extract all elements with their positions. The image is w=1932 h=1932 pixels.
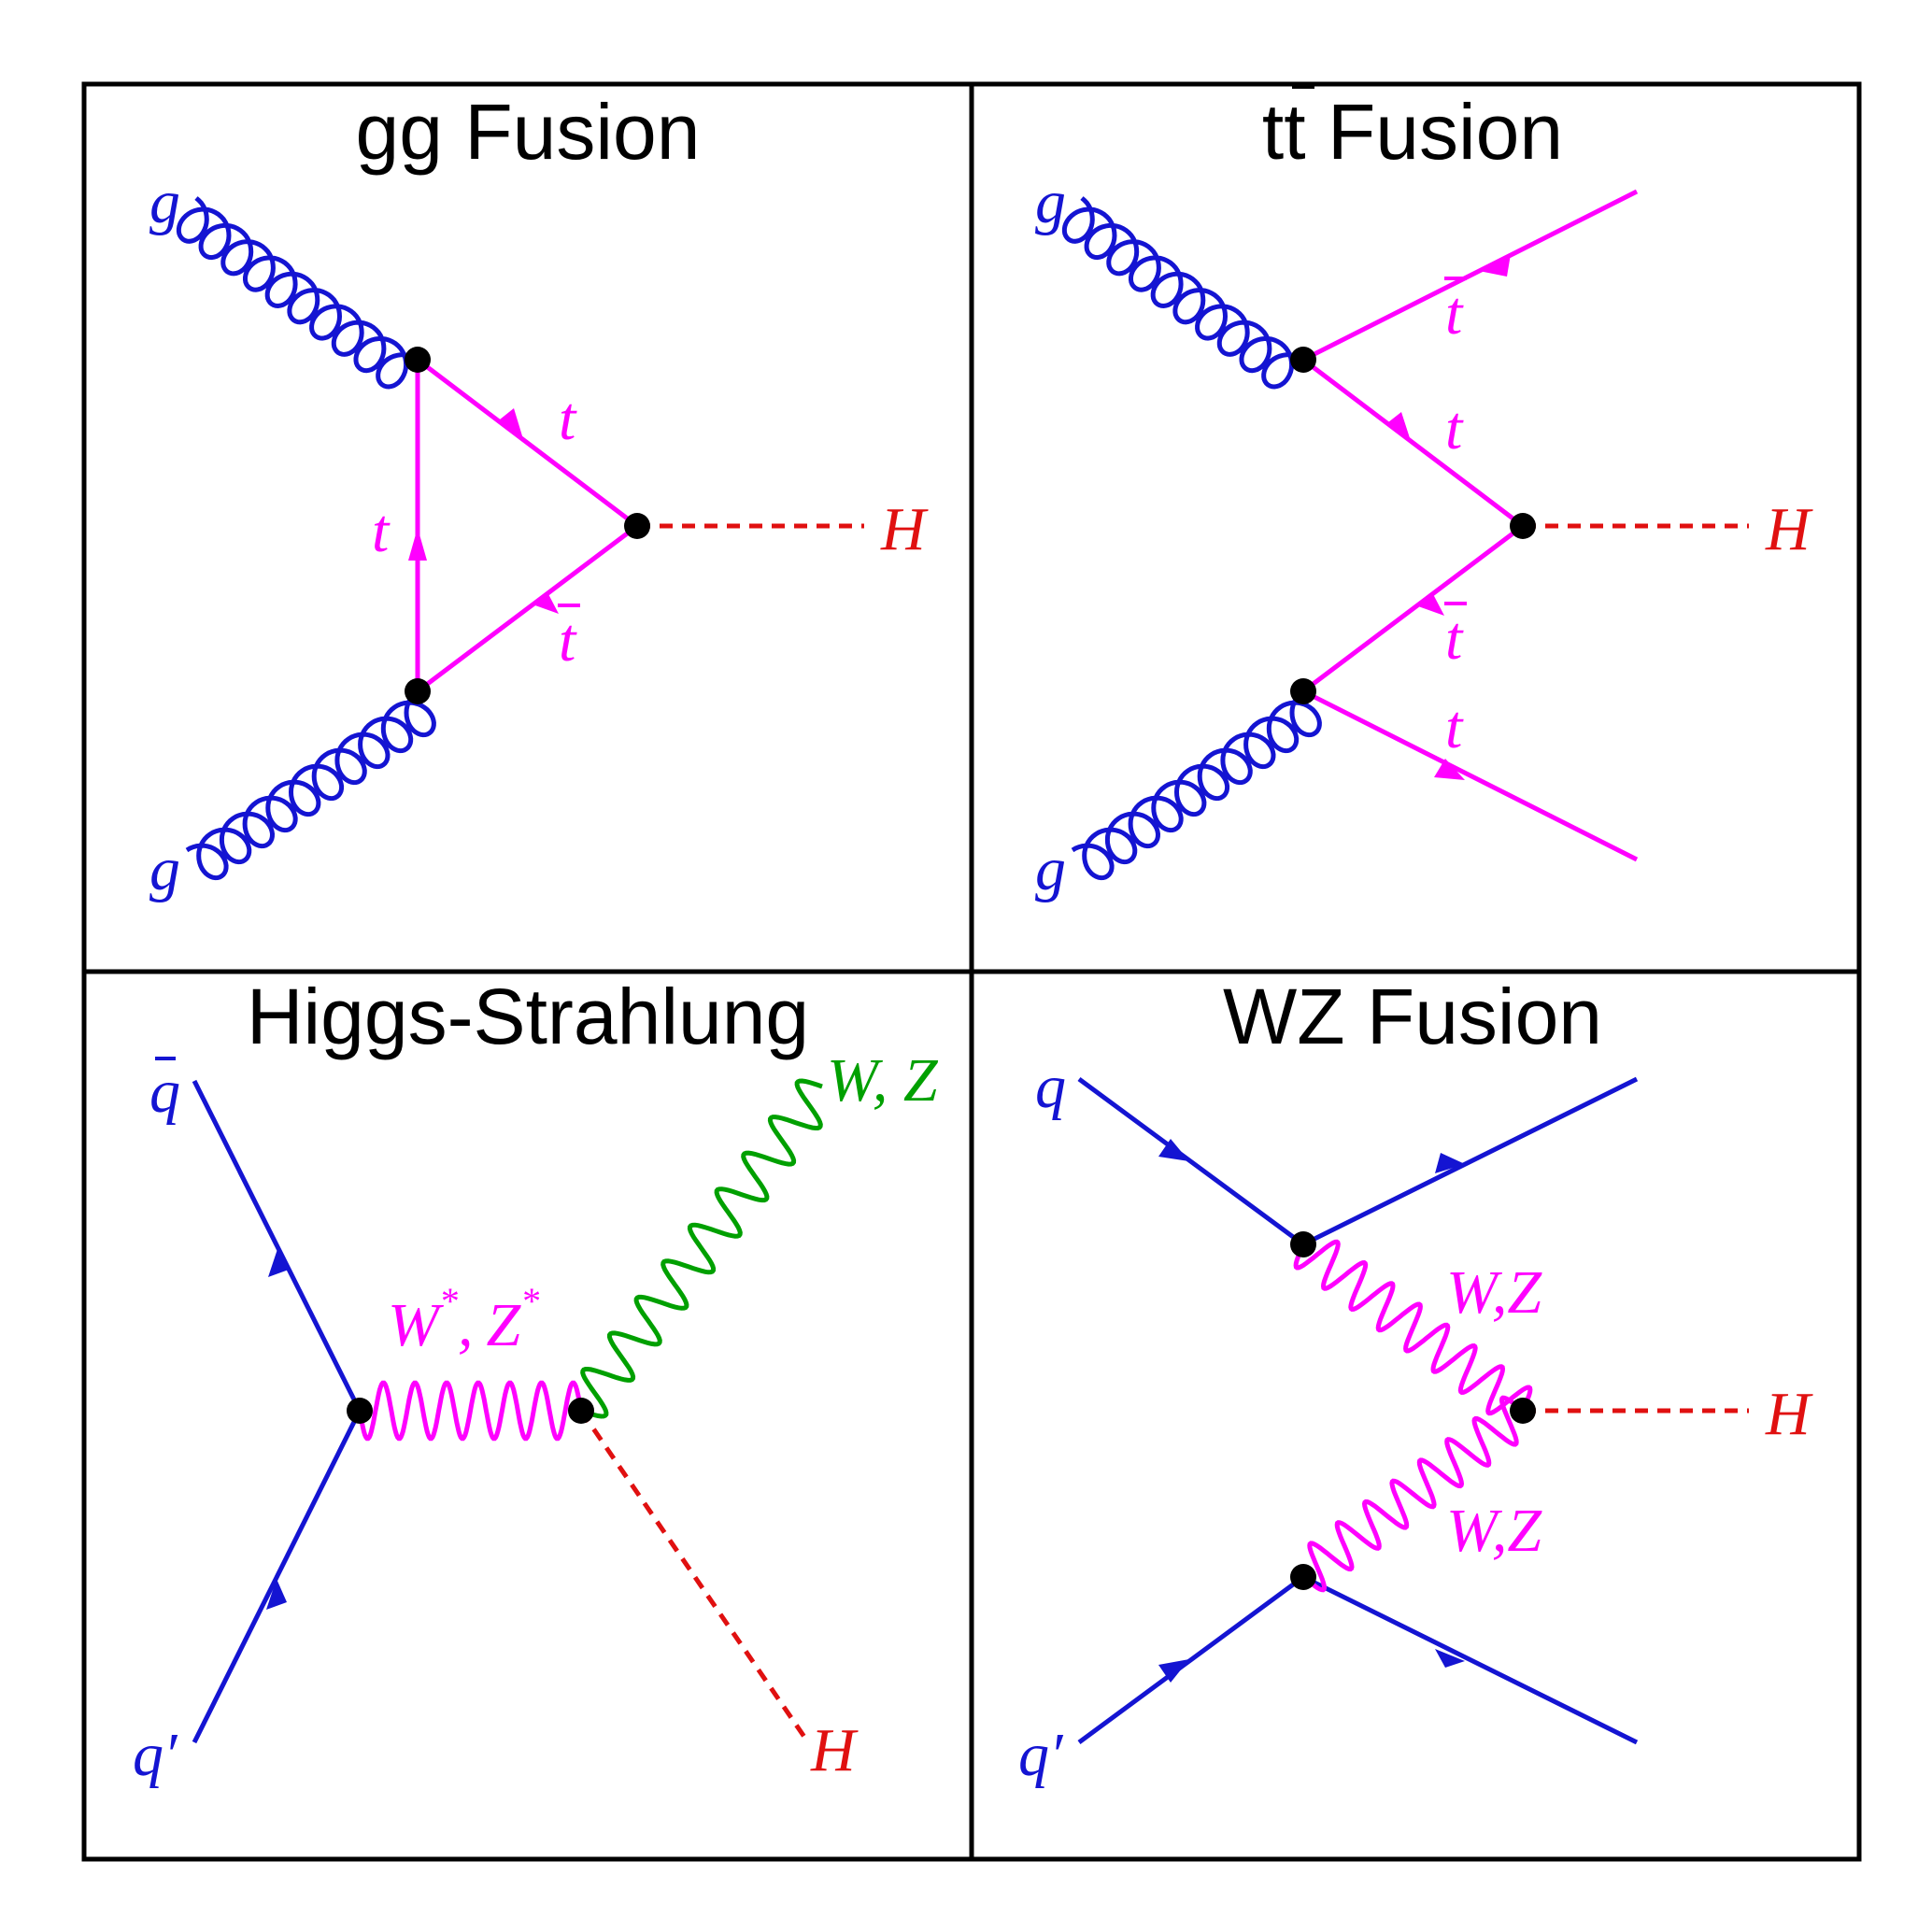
gluon-line-top [176,196,419,390]
label-antitop-lower: t [1445,604,1464,673]
arrow-head-lower [533,592,559,614]
label-gluon-top: g [1035,168,1066,236]
label-higgs: H [810,1716,859,1784]
boson-line-lower [1301,1395,1525,1593]
quark-in-line [1077,1076,1305,1247]
vertex-bottom [1290,678,1316,704]
gluon-line-top [1061,196,1305,390]
label-gluon-top: g [149,168,180,236]
quark-lines [192,1079,362,1744]
label-quark-prime: q′ [133,1721,178,1789]
arrow-head-quark-out-lower [1435,1649,1465,1668]
arrow-head-antitop-out [1479,254,1511,277]
top-quark-triangle [408,358,639,693]
label-top-upper: t [1445,394,1464,462]
label-higgs: H [1765,495,1813,563]
gluon-line-bottom [185,689,436,881]
arrow-head-quark-in [1158,1139,1189,1161]
vertex-higgs [1510,513,1536,539]
antitop-line-outgoing [1301,189,1639,362]
arrow-head-upper [500,408,523,439]
label-top-upper: t [559,385,577,453]
arrow-head-quark-prime-in [1158,1659,1189,1683]
arrow-head-left [408,528,427,561]
label-antiquark: q [149,1058,180,1126]
label-top-lower: t [1445,693,1464,761]
top-line-upper [416,358,639,528]
real-boson-line [580,1078,823,1419]
panel-title-wz-fusion: WZ Fusion [1223,973,1602,1060]
vertex-quark [347,1398,373,1424]
label-quark-prime: q′ [1018,1721,1064,1789]
panel-gg-fusion: gg Fusion g g t t t H [149,88,929,903]
arrow-head-antiquark [268,1246,289,1277]
top-line-upper [1301,358,1525,528]
label-higgs: H [880,495,929,563]
top-line-lower [416,524,639,693]
vertex-bottom [405,678,431,704]
arrow-head-quark-out-upper [1435,1153,1465,1173]
label-antitop: t [559,606,577,675]
vertex-higgs [1510,1398,1536,1424]
label-gluon-bottom: g [1035,835,1066,903]
label-quark: q [1035,1053,1066,1121]
panel-frame [81,81,1862,1862]
arrow-head-top-out [1434,759,1465,780]
top-quark-lines [1301,189,1639,862]
panel-wz-fusion: WZ Fusion q q′ W,Z W,Z H [1018,973,1813,1789]
quark-out-line-upper [1301,1076,1639,1247]
gluon-line-bottom [1071,689,1322,881]
panel-higgs-strahlung: Higgs-Strahlung q q′ W*,Z* W, Z H [133,973,939,1789]
boson-line-upper [1293,1239,1533,1416]
vertex-top [1290,347,1316,373]
panel-title-gg-fusion: gg Fusion [356,88,701,176]
arrow-head-antitop-lower [1418,594,1444,616]
top-line-outgoing [1301,689,1639,862]
label-higgs: H [1765,1380,1813,1448]
arrow-head-top-upper [1388,412,1411,441]
antiquark-line [192,1079,362,1413]
quark-prime-line [192,1409,362,1744]
label-boson-lower: W,Z [1446,1497,1542,1565]
vertex-top [405,347,431,373]
vertex-higgs [624,513,650,539]
label-top-left: t [372,497,391,565]
label-boson-upper: W,Z [1446,1258,1542,1327]
quark-prime-in-line [1077,1574,1305,1745]
vertex-upper [1290,1231,1316,1257]
panel-title-tt-fusion: tt Fusion [1262,88,1563,176]
panel-title-higgs-strahlung: Higgs-Strahlung [247,973,809,1060]
label-antitop-out: t [1445,279,1464,348]
vertex-lower [1290,1564,1316,1590]
arrow-head-quark-prime [266,1579,287,1610]
quark-out-line-lower [1301,1574,1639,1745]
virtual-boson-line [357,1380,584,1442]
higgs-line [578,1409,811,1744]
quark-lines [1077,1076,1639,1745]
vertex-boson [568,1398,594,1424]
label-real-boson: W, Z [827,1046,939,1115]
antitop-line-lower [1301,524,1525,693]
label-virtual-boson: W*,Z* [388,1280,539,1359]
label-gluon-bottom: g [149,835,180,903]
panel-tt-fusion: tt Fusion g g t t t t H [1035,85,1813,903]
